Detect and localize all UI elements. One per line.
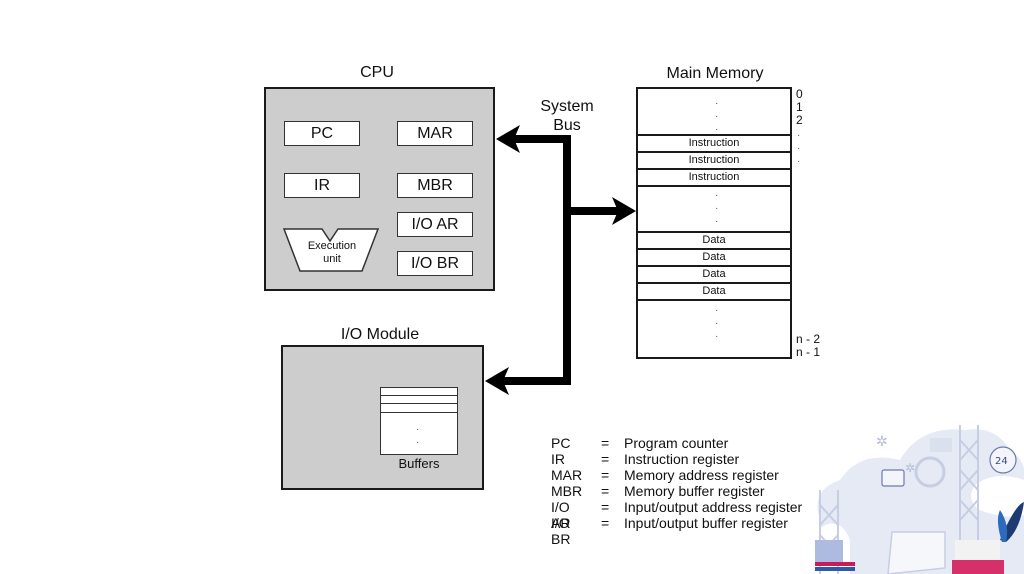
legend-abbr: PC xyxy=(551,435,571,451)
legend-desc: Instruction register xyxy=(624,451,740,467)
address-0: 0 xyxy=(796,87,803,101)
chat-bubble-icon xyxy=(881,469,905,487)
buffers-label: Buffers xyxy=(398,456,440,471)
buffer-divider xyxy=(381,395,457,396)
legend-eq: = xyxy=(601,451,610,467)
address-1: 1 xyxy=(796,100,803,114)
legend-abbr: MBR xyxy=(551,483,583,499)
system-bus-label: System Bus xyxy=(525,97,609,135)
support-24-icon xyxy=(989,446,1017,474)
memory-row-data: Data xyxy=(638,231,790,248)
cloud-shape xyxy=(971,476,1024,517)
memory-gap xyxy=(638,185,790,231)
buffers-box: · · xyxy=(380,387,458,455)
io-module-title: I/O Module xyxy=(340,326,420,343)
book-stack-icon xyxy=(815,562,855,566)
execution-unit-line2: unit xyxy=(323,253,341,265)
legend-eq: = xyxy=(601,483,610,499)
ellipsis-dot: · xyxy=(416,437,420,448)
register-ir: IR xyxy=(284,173,360,198)
memory-row-data: Data xyxy=(638,248,790,265)
legend-abbr: I/O AR xyxy=(551,499,571,531)
papers-icon xyxy=(952,560,1004,574)
arrow-to-memory-icon xyxy=(612,197,636,225)
legend-desc: Input/output address register xyxy=(624,499,803,515)
memory-row-instruction: Instruction xyxy=(638,168,790,185)
system-bus-line2: Bus xyxy=(553,117,581,134)
ellipsis-dot: · xyxy=(715,305,719,316)
plant-leaf-icon xyxy=(997,510,1008,542)
legend-desc: Input/output buffer register xyxy=(624,515,788,531)
legend-desc: Program counter xyxy=(624,435,729,451)
book-stack-icon xyxy=(815,567,855,571)
address-ellipsis-dot: · xyxy=(797,156,801,167)
memory-row-instruction: Instruction xyxy=(638,134,790,151)
main-memory-title: Main Memory xyxy=(666,65,764,82)
ellipsis-dot: · xyxy=(715,203,719,214)
ellipsis-dot: · xyxy=(715,98,719,109)
main-memory-box: · · · Instruction Instruction Instructio… xyxy=(636,87,792,359)
memory-row-instruction: Instruction xyxy=(638,151,790,168)
cpu-title: CPU xyxy=(360,64,394,81)
legend-desc: Memory address register xyxy=(624,467,779,483)
execution-unit-label: Execution unit xyxy=(282,240,382,266)
laptop-icon xyxy=(887,531,946,574)
support-24-text: 24 xyxy=(995,456,1008,467)
buffer-divider xyxy=(381,403,457,404)
legend-eq: = xyxy=(601,515,610,531)
address-n-1: n - 1 xyxy=(796,345,821,359)
address-n-2: n - 2 xyxy=(796,332,821,346)
execution-unit-shape xyxy=(282,228,380,272)
legend-eq: = xyxy=(601,435,610,451)
gear-icon xyxy=(914,456,946,488)
gear-small-icon: ✲ xyxy=(876,434,888,450)
box-icon xyxy=(815,540,843,562)
legend-abbr: MAR xyxy=(551,467,583,483)
register-io-ar: I/O AR xyxy=(397,212,473,237)
address-2: 2 xyxy=(796,113,803,127)
ellipsis-dot: · xyxy=(715,318,719,329)
register-mar: MAR xyxy=(397,121,473,146)
legend-eq: = xyxy=(601,499,610,515)
register-io-br: I/O BR xyxy=(397,251,473,276)
legend-eq: = xyxy=(601,467,610,483)
ellipsis-dot: · xyxy=(715,190,719,201)
register-pc: PC xyxy=(284,121,360,146)
legend-abbr: IR xyxy=(551,451,565,467)
gear-small-icon: ✲ xyxy=(905,461,915,475)
memory-row-data: Data xyxy=(638,265,790,282)
legend-desc: Memory buffer register xyxy=(624,483,765,499)
chat-bubble-icon xyxy=(930,438,952,452)
arrow-to-cpu-icon xyxy=(496,125,520,153)
ellipsis-dot: · xyxy=(715,124,719,135)
register-mbr: MBR xyxy=(397,173,473,198)
buffer-divider xyxy=(381,412,457,413)
address-ellipsis-dot: · xyxy=(797,130,801,141)
ellipsis-dot: · xyxy=(416,424,420,435)
cloud-shape xyxy=(817,429,1024,574)
address-ellipsis-dot: · xyxy=(797,143,801,154)
ellipsis-dot: · xyxy=(715,111,719,122)
papers-icon xyxy=(955,540,1000,560)
cpu-box: PC MAR IR MBR I/O AR I/O BR Execution un… xyxy=(264,87,495,291)
system-bus-line1: System xyxy=(540,98,594,115)
execution-unit-line1: Execution xyxy=(307,240,357,252)
legend-abbr: I/O BR xyxy=(551,515,571,547)
decorative-illustration: ✲ ✲ 24 xyxy=(780,425,1024,574)
arrow-to-io-icon xyxy=(485,367,509,395)
ellipsis-dot: · xyxy=(715,216,719,227)
memory-gap xyxy=(638,299,790,357)
ellipsis-dot: · xyxy=(715,331,719,342)
memory-row-data: Data xyxy=(638,282,790,299)
